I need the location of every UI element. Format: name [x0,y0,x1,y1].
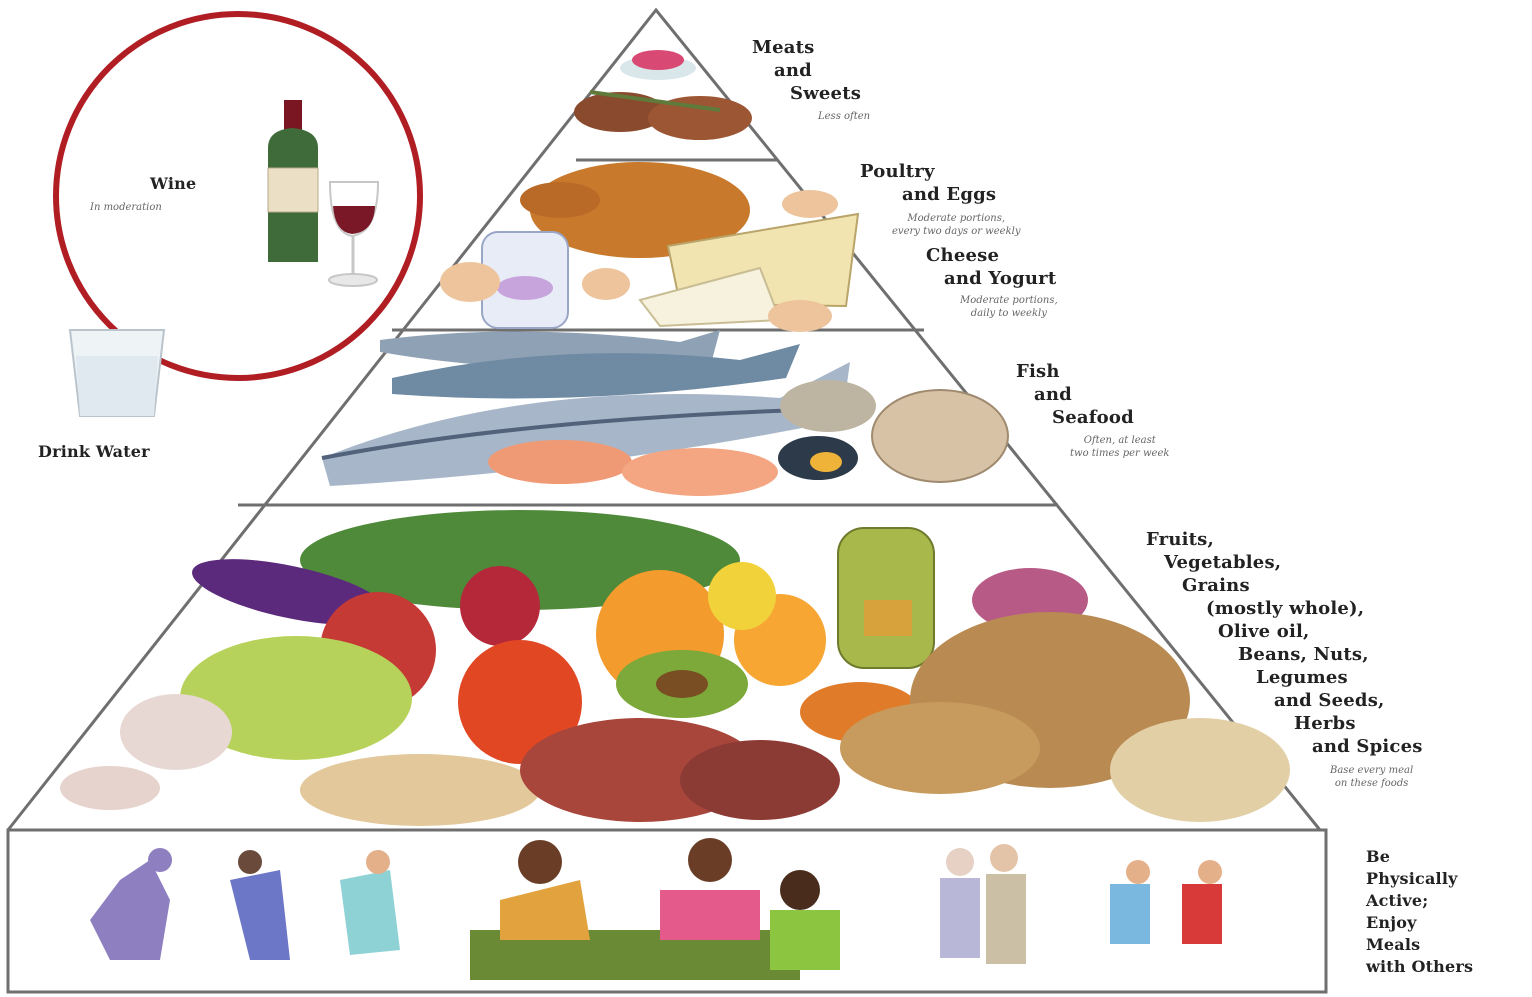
note-wine: In moderation [90,201,162,214]
label-poultry-eggs: Poultry and Eggs [860,160,996,206]
fish-seafood-foods [322,330,1008,496]
note-poultry-eggs: Moderate portions, every two days or wee… [892,212,1020,238]
label-plant-foods: Fruits, Vegetables, Grains (mostly whole… [1146,528,1423,758]
note-fish-seafood: Often, at least two times per week [1070,434,1169,460]
note-meats-sweets: Less often [818,110,870,123]
label-cheese-yogurt: Cheese and Yogurt [926,244,1056,290]
wine-glass-icon [329,182,378,286]
pyramid-outline [8,10,1326,992]
poultry-cheese-foods [440,162,858,332]
label-fish-seafood: Fish and Seafood [1016,360,1134,429]
label-meats-sweets: Meats and Sweets [752,36,861,105]
water-glass-icon [70,330,164,416]
note-cheese-yogurt: Moderate portions, daily to weekly [960,294,1058,320]
label-wine: Wine [150,172,196,195]
note-plant-foods: Base every meal on these foods [1330,764,1413,790]
label-physical-activity: Be Physically Active; Enjoy Meals with O… [1366,846,1473,978]
people-illustration [90,838,1222,980]
wine-bottle-icon [268,100,318,262]
plant-foods [60,510,1290,826]
label-drink-water: Drink Water [38,440,150,463]
